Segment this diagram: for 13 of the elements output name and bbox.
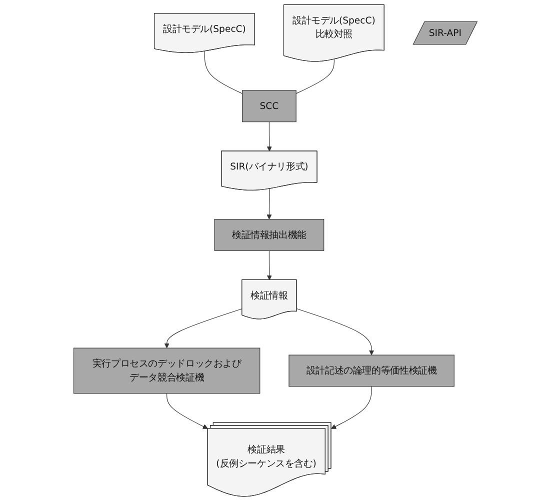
node-box: 検証情報抽出機能 xyxy=(214,218,324,251)
arrow xyxy=(266,250,272,280)
arrow xyxy=(331,386,372,429)
node-box: 実行プロセスのデッドロックおよびデータ競合検証機 xyxy=(74,348,260,394)
node-box: SCC xyxy=(242,90,296,122)
arrow xyxy=(266,188,272,220)
connector xyxy=(296,59,334,94)
node-box: 設計記述の論理的等価性検証機 xyxy=(288,354,454,387)
arrow xyxy=(296,308,374,356)
arrow xyxy=(164,308,242,348)
arrow xyxy=(266,122,272,152)
connector xyxy=(204,51,243,94)
arrow xyxy=(166,393,208,429)
